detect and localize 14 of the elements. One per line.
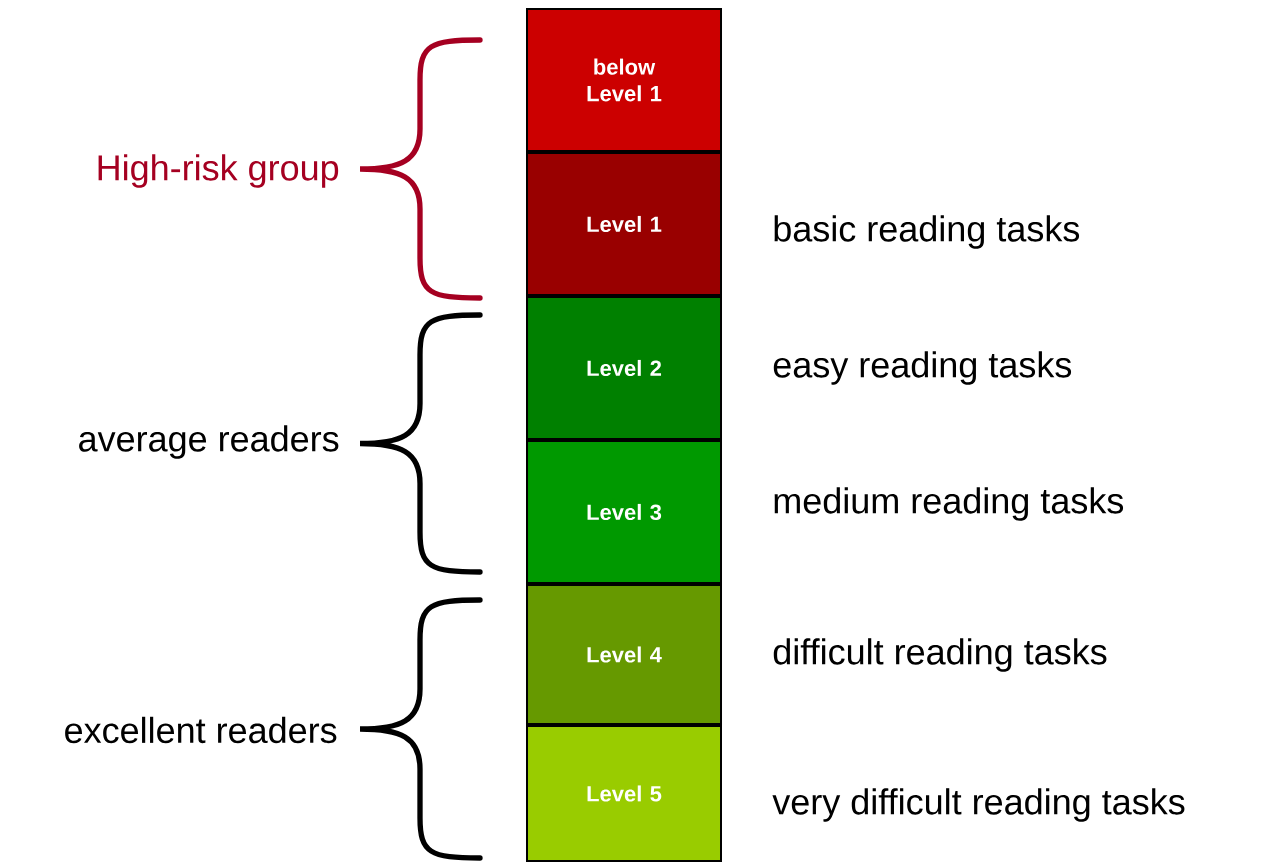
group-label: High-risk group (98, 154, 339, 188)
level-box: below Level 1 (526, 8, 722, 152)
level-box: Level 5 (526, 725, 722, 862)
level-box: Level 2 (526, 296, 722, 440)
group-label: average readers (79, 425, 339, 459)
task-label: basic reading tasks (774, 215, 1080, 249)
level-box: Level 1 (526, 152, 722, 296)
task-label: easy reading tasks (773, 351, 1072, 385)
task-label: very difficult reading tasks (772, 788, 1185, 822)
level-box: Level 3 (526, 440, 722, 584)
group-label: excellent readers (65, 716, 337, 744)
level-box: Level 4 (526, 584, 722, 725)
task-label: difficult reading tasks (773, 638, 1107, 672)
task-label: medium reading tasks (774, 487, 1124, 521)
